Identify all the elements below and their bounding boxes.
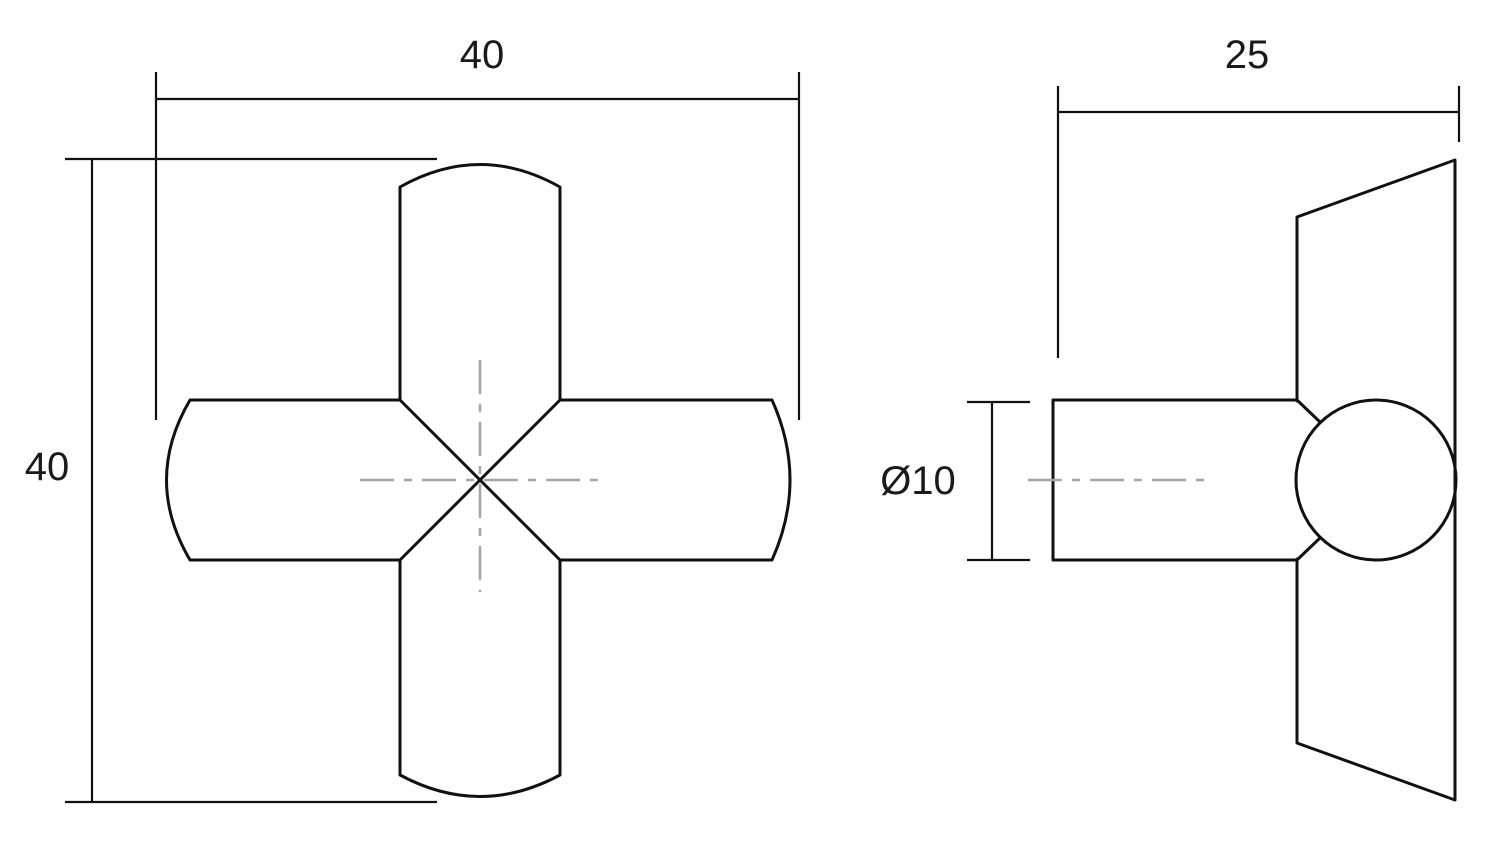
height-dimension: 40 — [25, 157, 437, 804]
arm-end-circle — [1294, 398, 1458, 562]
height-dimension-label: 40 — [25, 445, 70, 489]
width-dimension-label: 40 — [460, 33, 505, 77]
fillet-top — [1295, 398, 1322, 424]
facet-line-diagonal-b — [398, 398, 562, 562]
wing-profile — [1295, 158, 1457, 802]
side-view: 25 Ø10 — [880, 33, 1461, 802]
front-view: 40 40 — [25, 33, 801, 804]
width-dimension: 40 — [154, 33, 801, 420]
fillet-bottom — [1295, 536, 1322, 562]
depth-dimension-label: 25 — [1225, 33, 1270, 77]
diameter-dimension: Ø10 — [880, 400, 1030, 562]
diameter-dimension-label: Ø10 — [880, 459, 956, 503]
depth-dimension: 25 — [1056, 33, 1461, 358]
